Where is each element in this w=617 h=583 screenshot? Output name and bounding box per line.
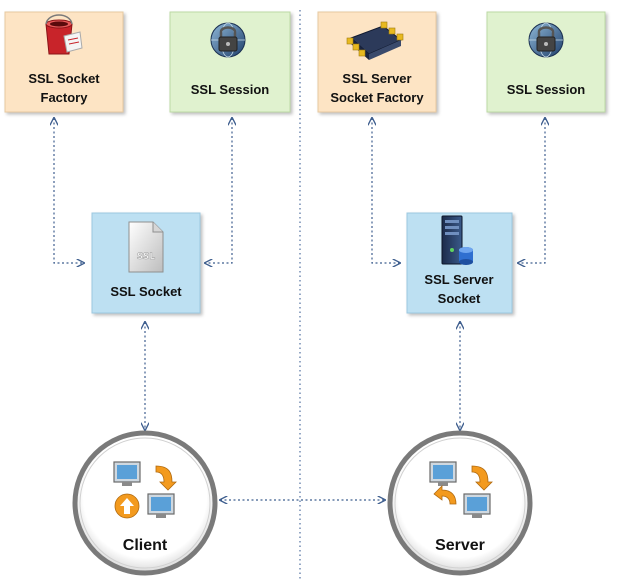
ssl-server-socket-label-line1: SSL Server <box>424 272 493 287</box>
connector-socket-factory-to-ssl-socket <box>54 118 84 263</box>
ssl-session-server-label: SSL Session <box>507 82 586 97</box>
ssl-server-socket-factory-label-line2: Socket Factory <box>330 90 424 105</box>
ssl-document-icon: SSL <box>128 221 164 273</box>
bucket-icon <box>45 14 83 55</box>
network-computers-icon <box>113 461 177 519</box>
svg-text:SSL: SSL <box>137 252 156 262</box>
ssl-server-socket-label-line2: Socket <box>438 291 481 306</box>
client-label: Client <box>123 537 168 554</box>
ssl-server-socket-factory-label-line1: SSL Server <box>342 71 411 86</box>
server-node[interactable]: Server <box>387 430 533 576</box>
ssl-socket-factory-label-line1: SSL Socket <box>28 71 100 86</box>
globe-lock-icon <box>210 22 246 58</box>
ssl-server-socket-box[interactable]: SSL Server Socket <box>406 212 513 314</box>
ssl-server-socket-factory-box[interactable]: SSL Server Socket Factory <box>317 11 437 113</box>
ssl-socket-label: SSL Socket <box>110 284 182 299</box>
server-icon <box>441 215 473 265</box>
connector-client-session-to-ssl-socket <box>205 118 232 263</box>
globe-lock-icon <box>528 22 564 58</box>
connector-server-socket-factory-to-server-socket <box>372 118 400 263</box>
memory-chip-icon <box>346 21 404 60</box>
ssl-socket-factory-label-line2: Factory <box>41 90 89 105</box>
ssl-socket-factory-box[interactable]: SSL Socket Factory <box>4 11 124 113</box>
ssl-session-server-box[interactable]: SSL Session <box>486 11 606 113</box>
network-computers-icon <box>429 461 493 518</box>
ssl-session-client-label: SSL Session <box>191 82 270 97</box>
server-label: Server <box>435 537 485 554</box>
connector-server-session-to-server-socket <box>518 118 545 263</box>
ssl-socket-box[interactable]: SSL SSL Socket <box>91 212 201 314</box>
client-node[interactable]: Client <box>72 430 218 576</box>
connectors <box>54 118 545 500</box>
ssl-session-client-box[interactable]: SSL Session <box>169 11 291 113</box>
